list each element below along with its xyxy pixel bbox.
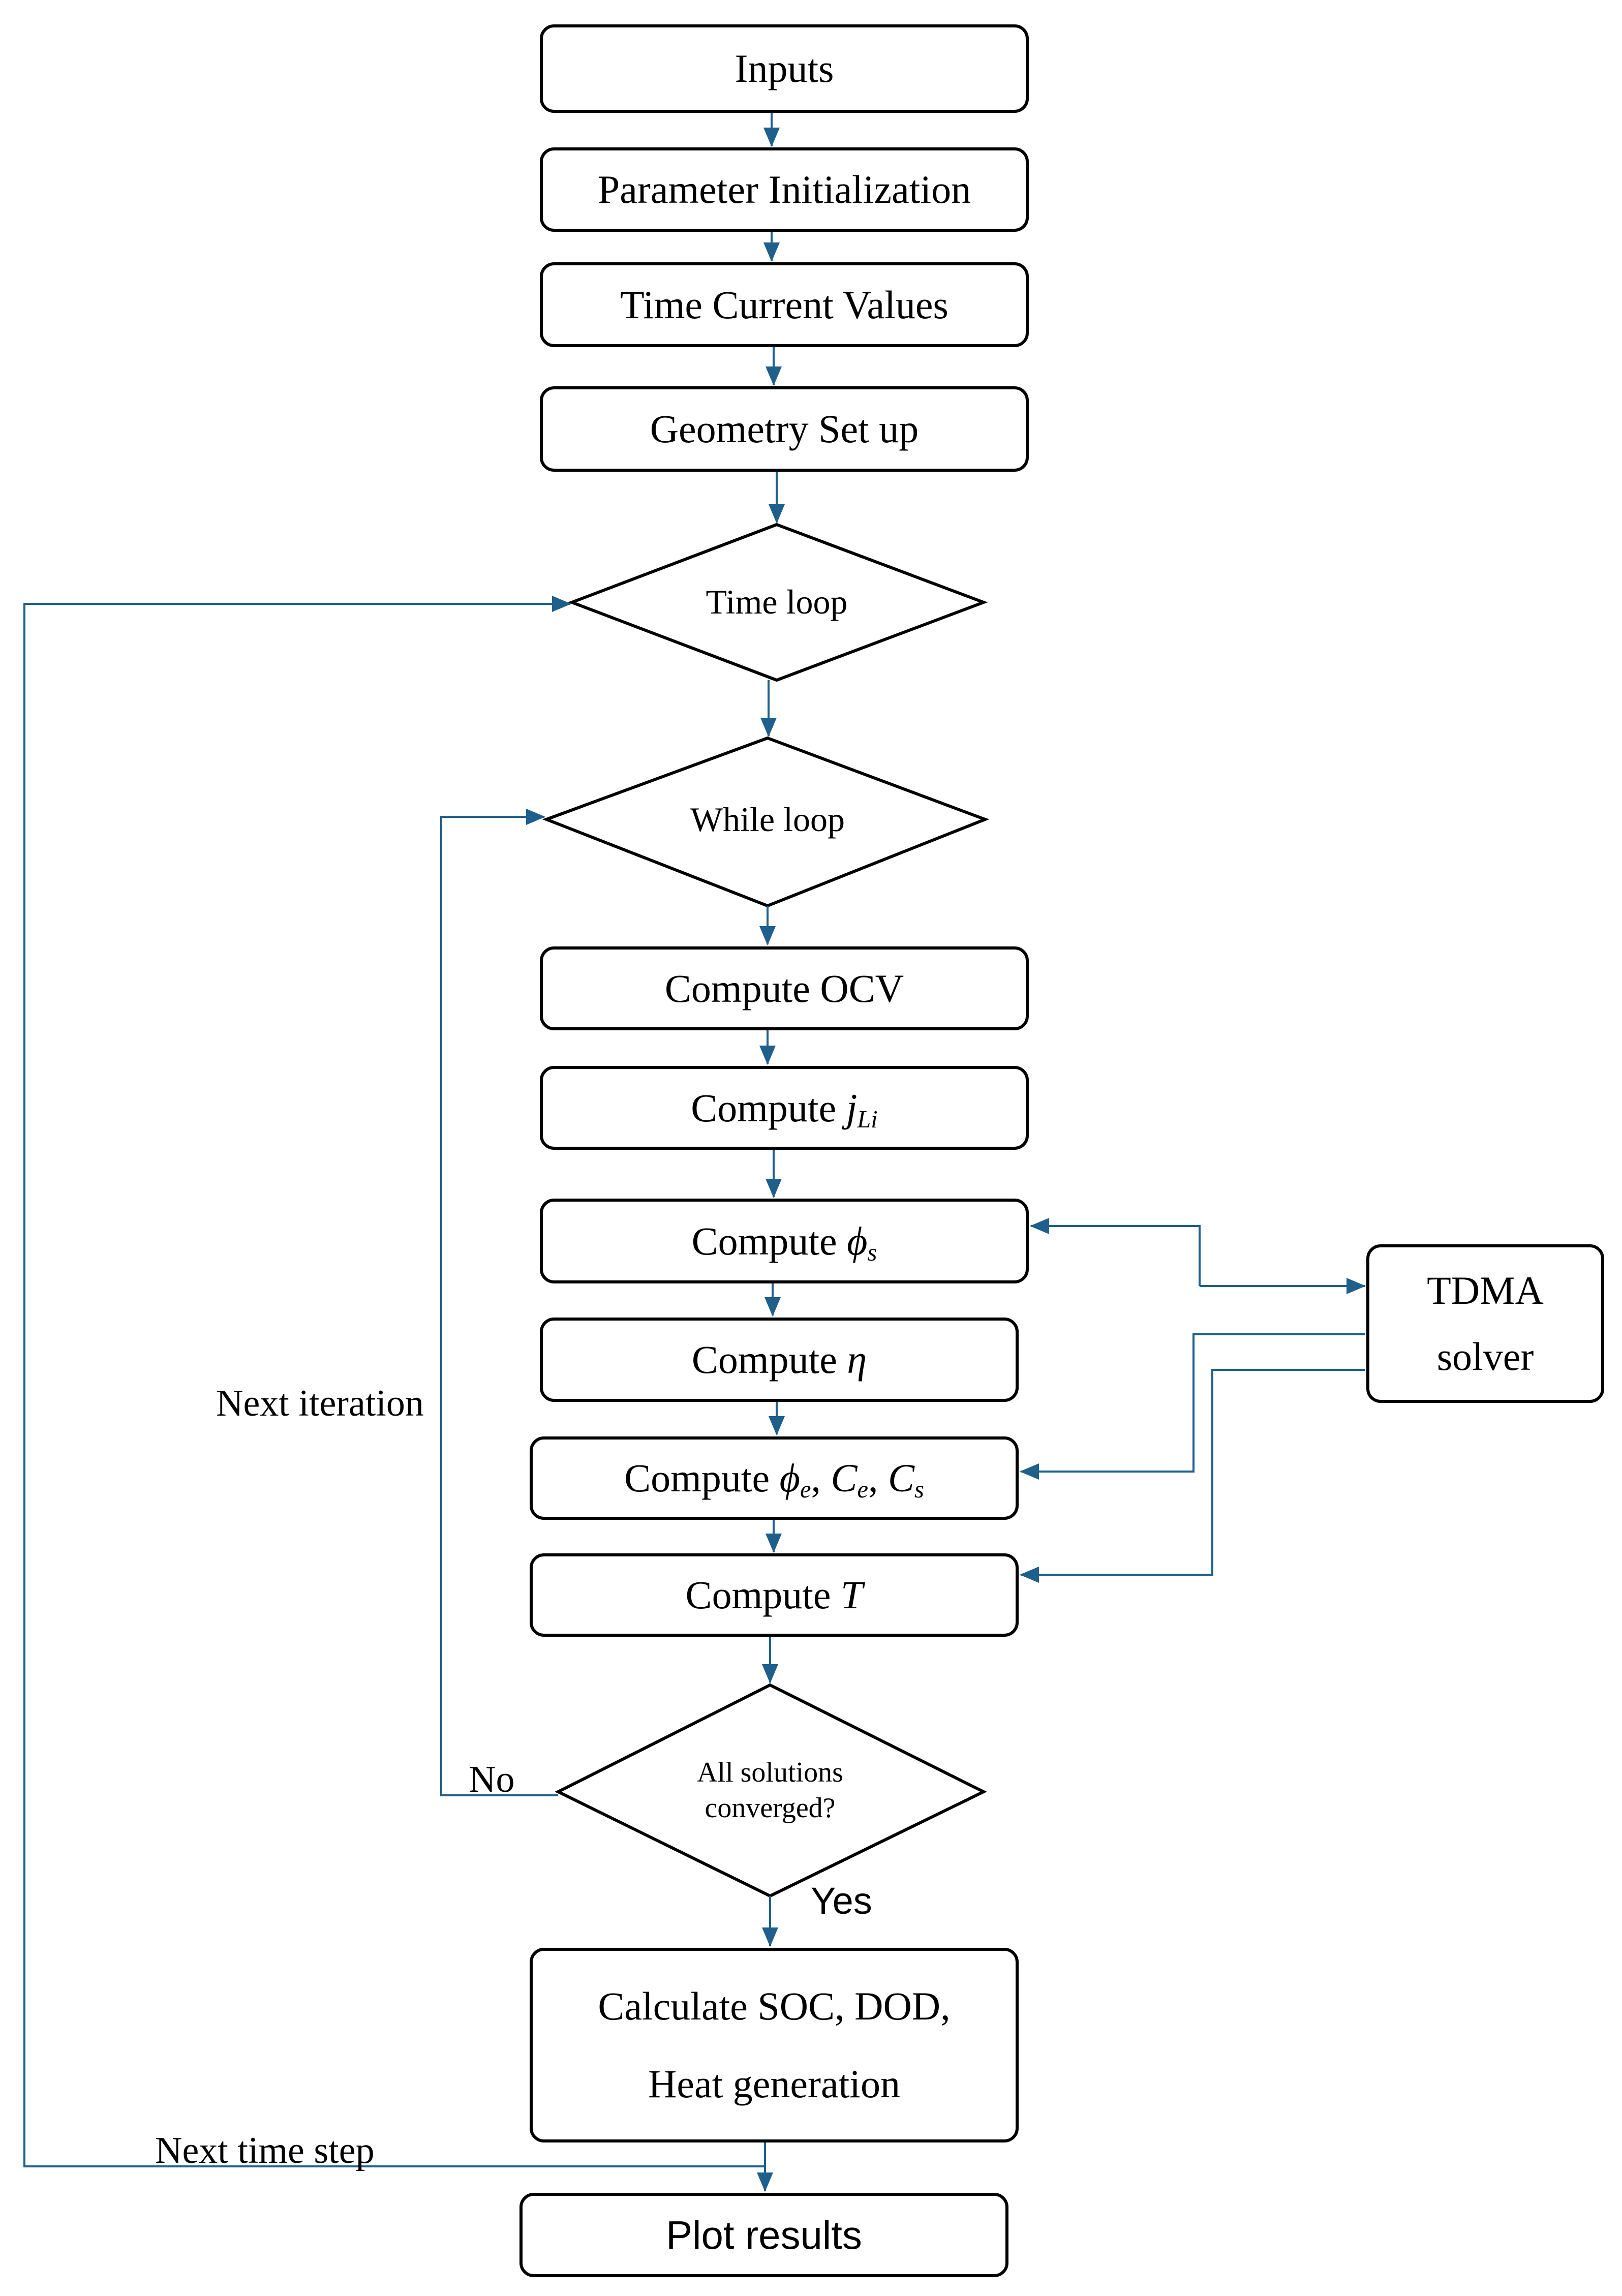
compute-phie-label: Compute ϕe, Ce, Cs [624,1456,924,1504]
arrow-tdma-to-phis [1030,1218,1201,1286]
while-loop-label: While loop [690,800,845,839]
compute-ocv-label: Compute OCV [664,966,904,1011]
converged-line1: All solutions [697,1757,843,1788]
jli-subscript: Li [857,1106,878,1133]
compute-phie-box: Compute ϕe, Ce, Cs [530,1436,1019,1520]
next-time-step-label: Next time step [155,2130,375,2171]
compute-jli-label: Compute jLi [691,1085,878,1133]
arrow-tdma-to-phie [1020,1333,1365,1480]
compute-eta-word: Compute [691,1337,837,1382]
phie-subscript: e [800,1476,811,1504]
no-label: No [469,1759,515,1800]
compute-t-word: Compute [685,1573,831,1617]
compute-jli-box: Compute jLi [540,1066,1029,1150]
calculate-line1: Calculate SOC, DOD, [598,1983,951,2028]
geometry-setup-box: Geometry Set up [540,386,1029,472]
compute-t-label: Compute T [686,1572,863,1618]
parameter-initialization-box: Parameter Initialization [540,147,1029,232]
calculate-soc-box: Calculate SOC, DOD, Heat generation [530,1948,1019,2142]
phis-subscript: s [867,1239,877,1266]
arrow-no-loop-to-whileloop [440,809,558,1796]
tdma-line2: solver [1436,1334,1534,1379]
cs-symbol: C [887,1456,915,1500]
ce-symbol: C [831,1456,858,1500]
compute-phis-box: Compute ϕs [540,1199,1029,1283]
converged-line2: converged? [705,1792,836,1824]
inputs-box: Inputs [540,24,1029,113]
compute-ocv-box: Compute OCV [540,946,1029,1030]
tdma-line1: TDMA [1427,1268,1544,1312]
time-current-values-label: Time Current Values [620,282,948,327]
t-symbol: T [841,1573,863,1617]
plot-results-box: Plot results [519,2193,1008,2277]
jli-symbol: j [846,1085,858,1130]
compute-t-box: Compute T [530,1553,1019,1637]
compute-phis-label: Compute ϕs [691,1218,877,1266]
tdma-solver-box: TDMA solver [1366,1244,1604,1403]
yes-label: Yes [811,1880,872,1922]
phie-symbol: ϕ [779,1456,801,1500]
cs-subscript: s [914,1476,924,1504]
arrow-next-time-step-to-timeloop [23,596,765,2167]
phis-symbol: ϕ [847,1218,868,1263]
time-current-values-box: Time Current Values [540,262,1029,347]
compute-eta-box: Compute η [540,1318,1019,1402]
time-loop-diamond [567,523,988,682]
ce-subscript: e [857,1476,868,1504]
calculate-line2: Heat generation [648,2062,900,2106]
plot-results-label: Plot results [666,2212,862,2257]
arrow-tdma-to-t [1020,1369,1365,1583]
next-iteration-label: Next iteration [216,1383,424,1424]
converged-label: All solutions converged? [638,1755,902,1826]
inputs-label: Inputs [735,46,834,90]
geometry-setup-label: Geometry Set up [650,407,919,451]
compute-phis-word: Compute [691,1218,837,1263]
eta-symbol: η [847,1337,867,1382]
parameter-initialization-label: Parameter Initialization [597,167,971,211]
compute-eta-label: Compute η [692,1337,867,1383]
time-loop-label: Time loop [706,583,848,621]
compute-phie-word: Compute [624,1456,770,1500]
compute-jli-word: Compute [691,1085,837,1130]
